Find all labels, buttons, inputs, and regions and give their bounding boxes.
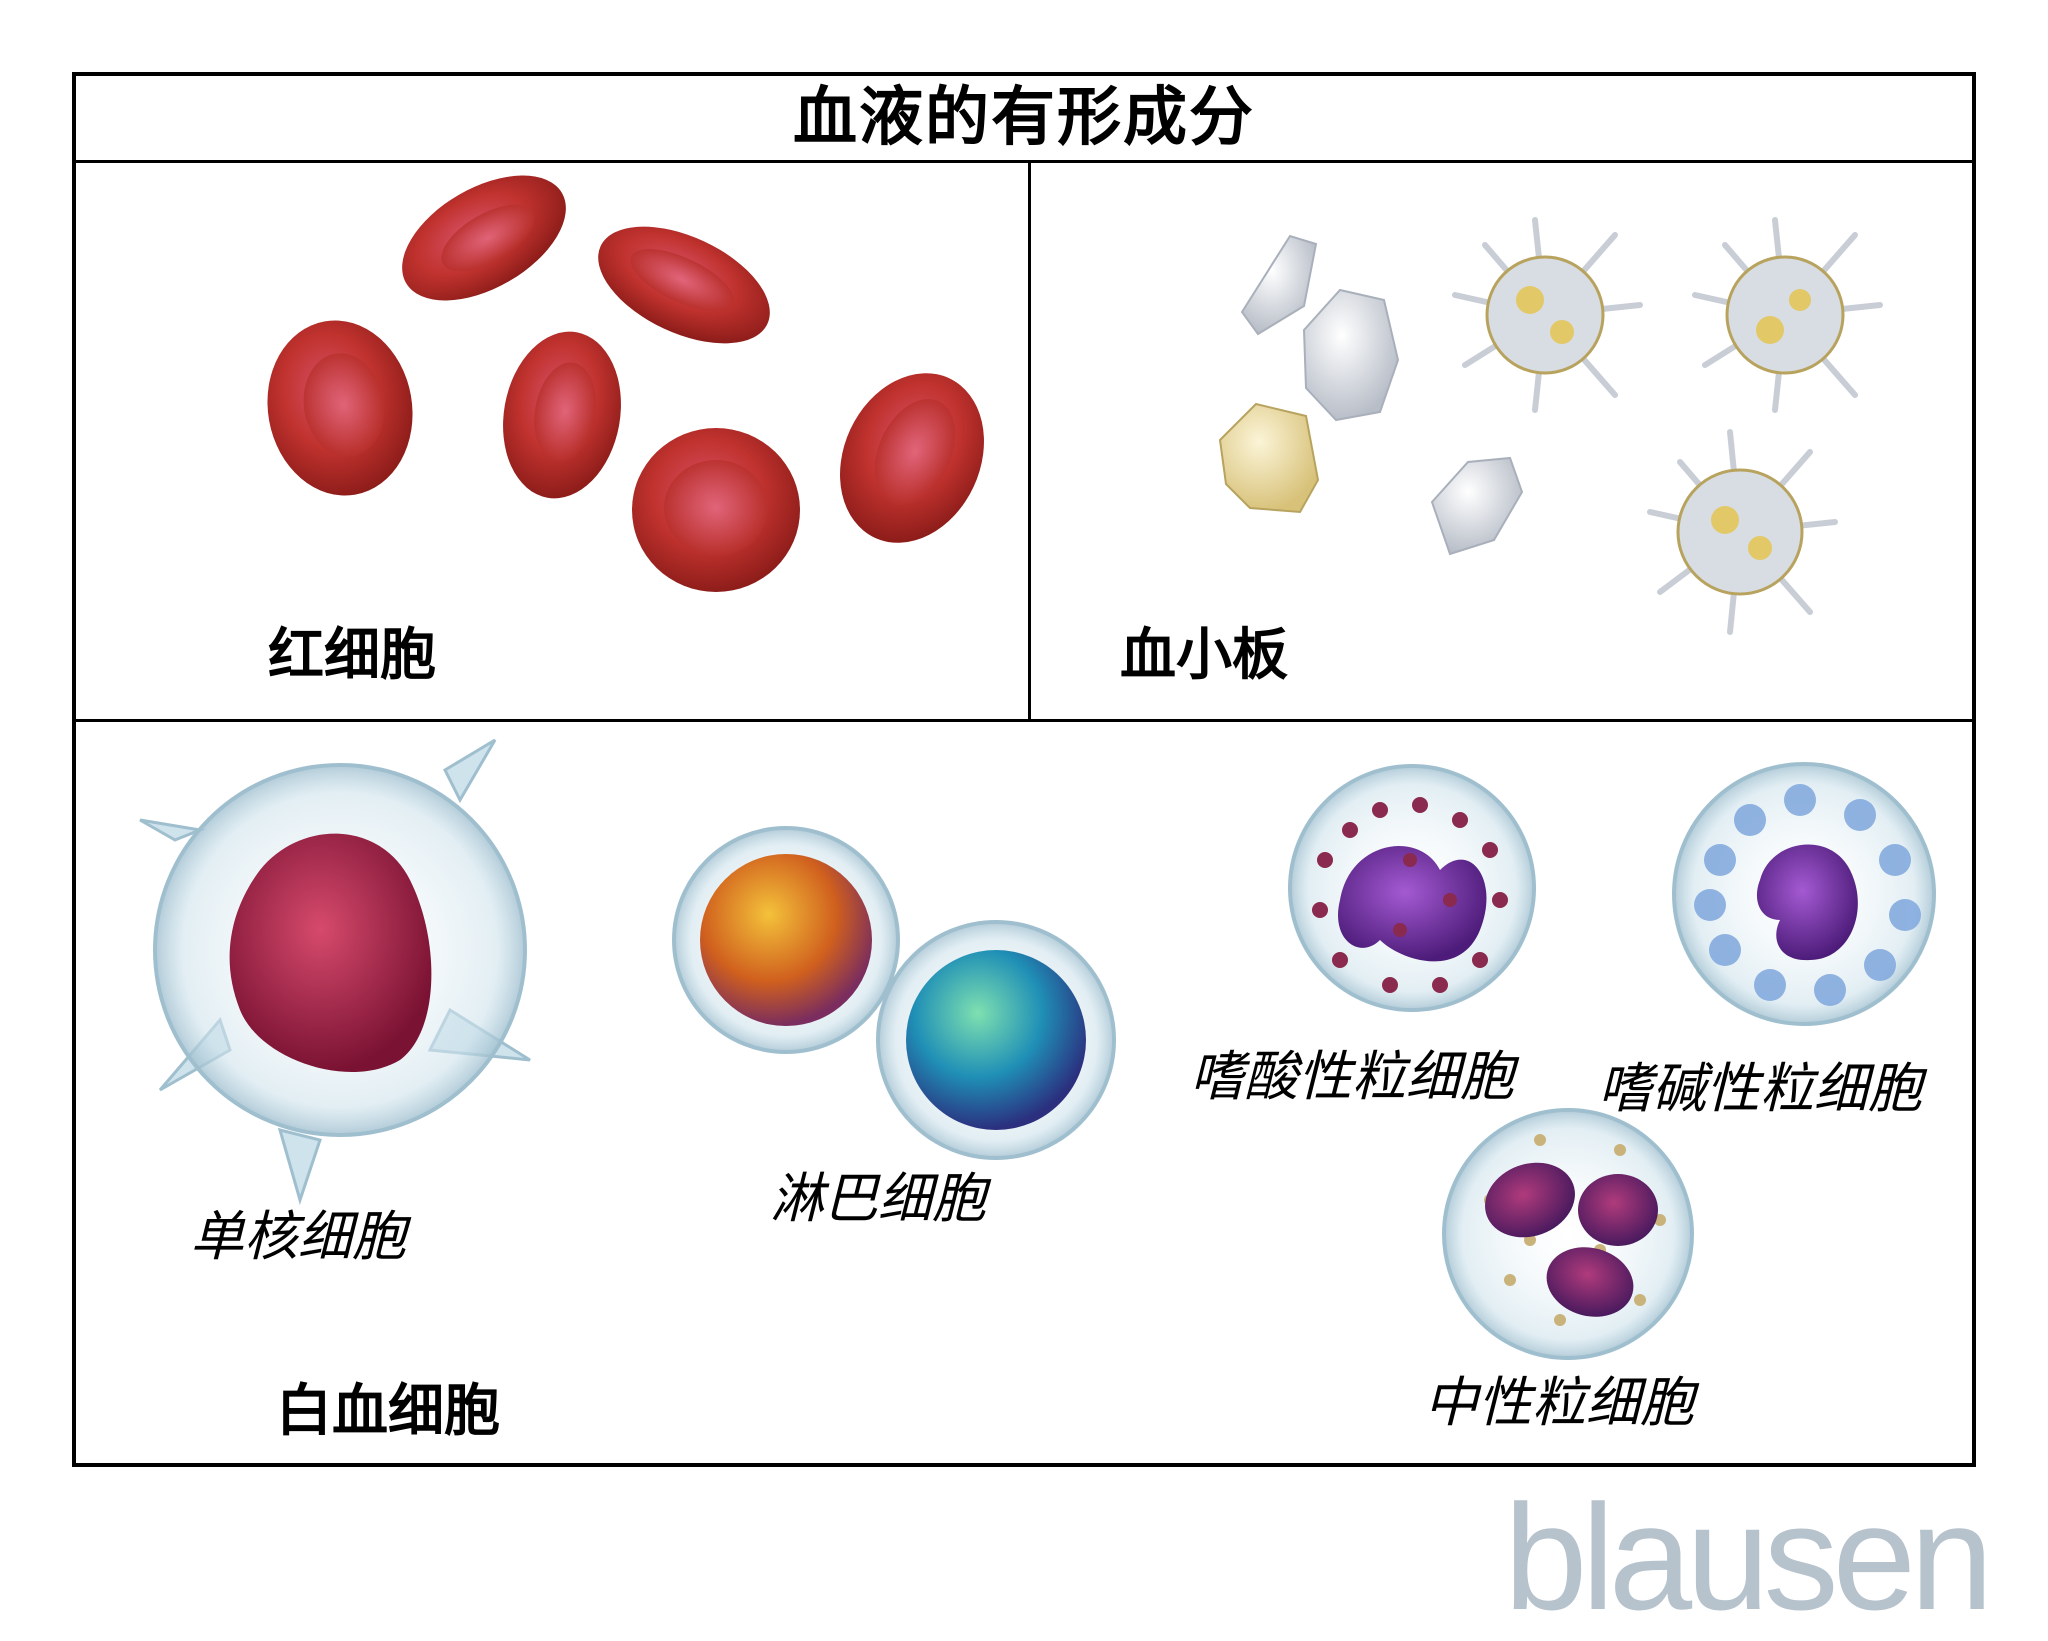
lymphocyte-label: 淋巴细胞 (770, 1167, 986, 1230)
red-blood-cells-illustration (267, 175, 984, 592)
diagram-frame: 血液的有形成分 (72, 72, 1976, 1467)
white-blood-cells-label: 白血细胞 (276, 1379, 500, 1444)
eosinophil-label: 嗜酸性粒细胞 (1190, 1045, 1514, 1108)
diagram-title: 血液的有形成分 (793, 81, 1255, 155)
basophil-illustration (1672, 762, 1936, 1026)
monocyte-illustration (139, 738, 531, 1206)
top-section-divider (1028, 160, 1031, 720)
monocyte-label: 单核细胞 (190, 1205, 406, 1268)
neutrophil-label: 中性粒细胞 (1424, 1371, 1694, 1434)
eosinophil-illustration (1288, 764, 1536, 1012)
title-divider (76, 160, 1972, 163)
red-blood-cells-label: 红细胞 (268, 623, 436, 688)
basophil-label: 嗜碱性粒细胞 (1598, 1057, 1922, 1120)
lymphocytes-illustration (672, 826, 1116, 1160)
middle-divider (76, 719, 1972, 722)
neutrophil-illustration (1442, 1108, 1694, 1360)
platelets-label: 血小板 (1120, 623, 1288, 688)
blausen-logo: blausen (1504, 1473, 1993, 1641)
platelets-illustration (1218, 217, 1883, 635)
